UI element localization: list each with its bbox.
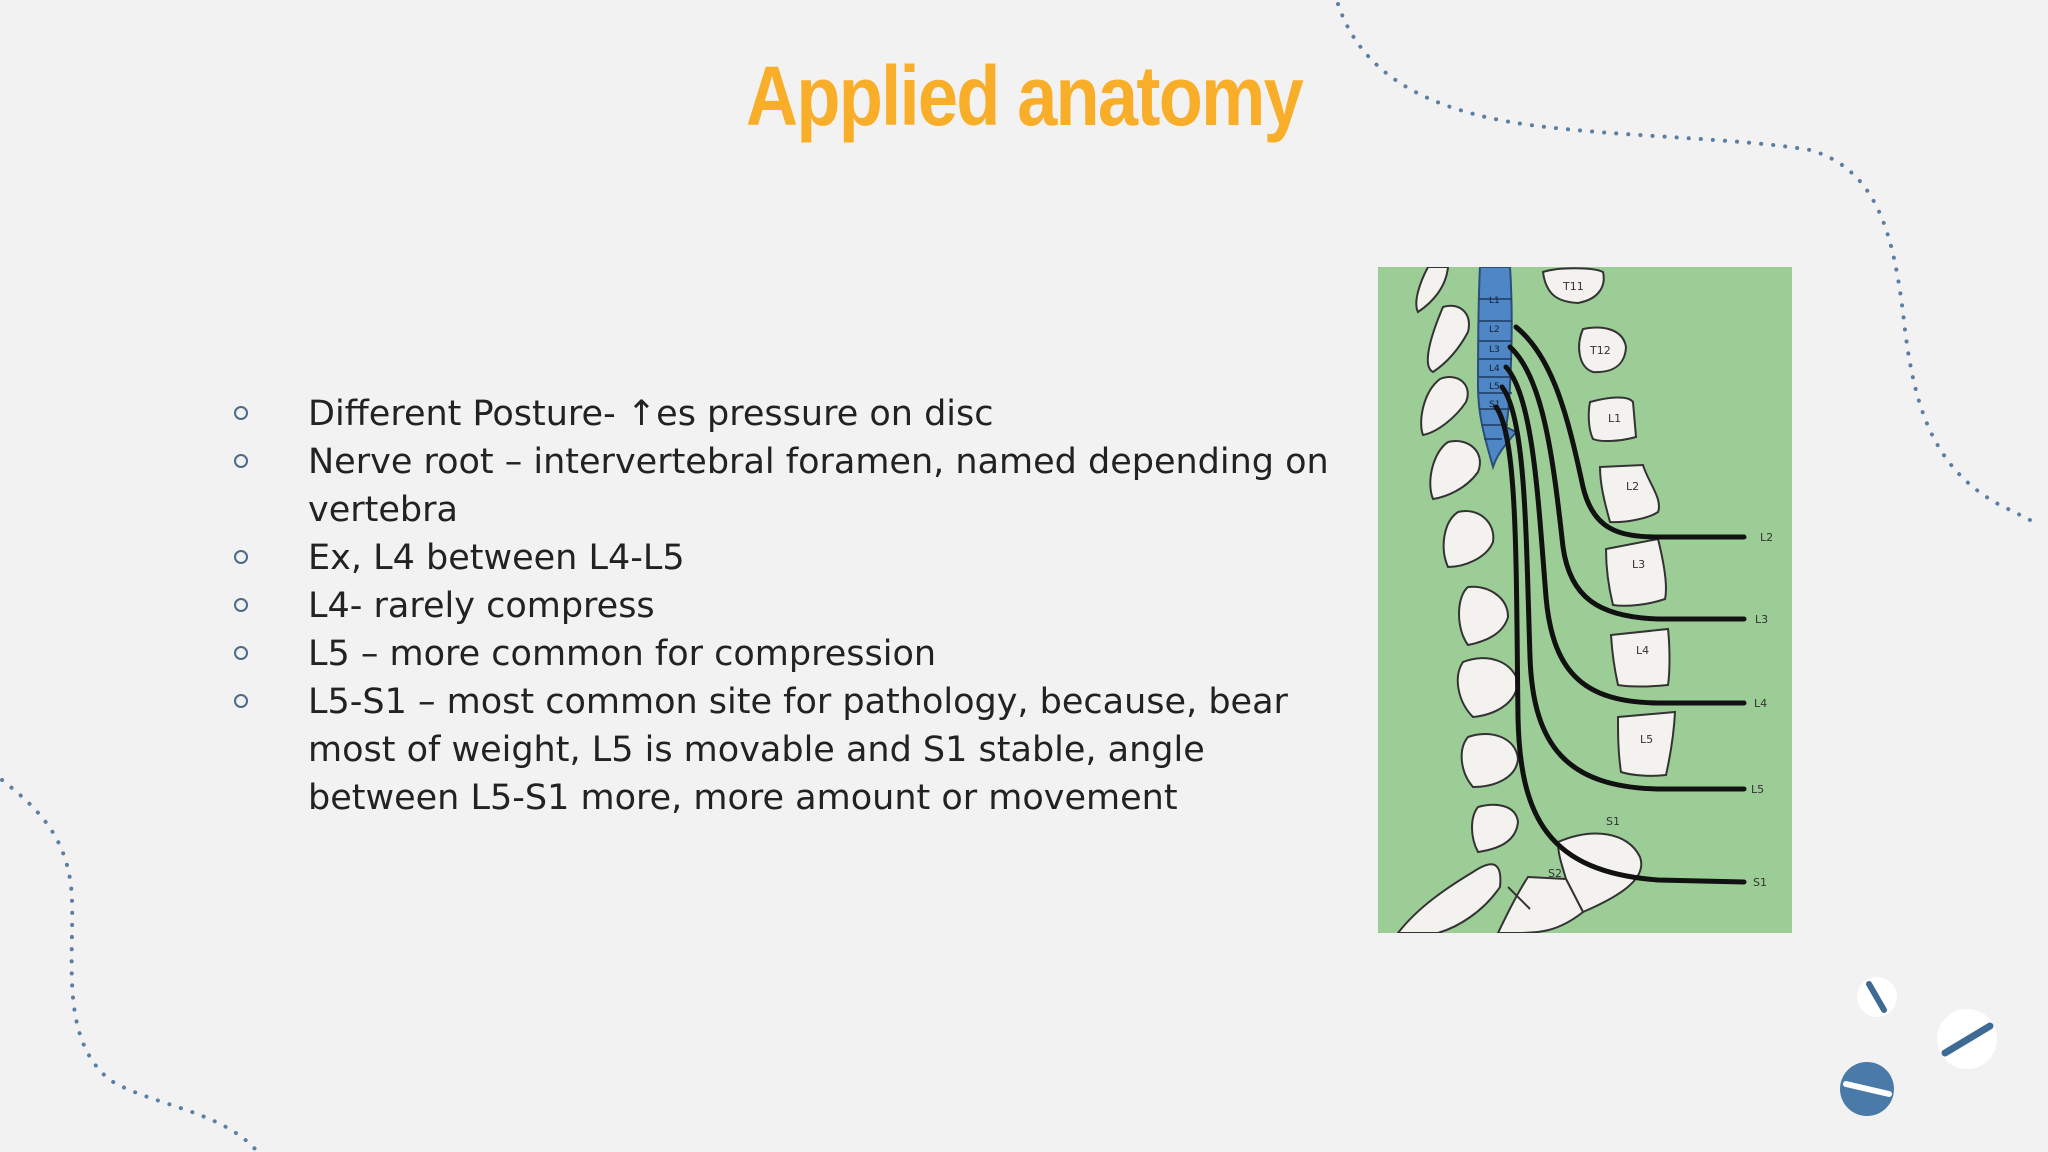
vertebra-label: L1 [1608, 412, 1621, 425]
dotted-curve-bottom-left [0, 778, 258, 1152]
vertebra-label: L4 [1636, 644, 1649, 657]
cord-label: L4 [1489, 364, 1500, 374]
vertebra-label: T12 [1589, 344, 1611, 357]
spinal-cord: L1 L2 L3 L4 L5 S1 [1476, 267, 1518, 471]
vertebral-bodies [1541, 267, 1677, 777]
bullet-item: Nerve root – intervertebral foramen, nam… [230, 438, 1330, 534]
vertebra-label: L2 [1626, 480, 1639, 493]
bullet-text: Ex, L4 between L4-L5 [308, 538, 685, 578]
nerve-roots [1493, 324, 1747, 885]
bullet-item: Different Posture- ↑es pressure on disc [230, 390, 1330, 438]
spine-illustration: L1 L2 L3 L4 L5 S1 T11 T12 L1 L2 L [1378, 267, 1792, 933]
cord-label: L1 [1489, 296, 1500, 306]
cord-label: L2 [1489, 325, 1500, 335]
nerve-root-label: L4 [1754, 697, 1767, 710]
pill-icon-small [1857, 977, 1897, 1017]
nerve-root-label: L5 [1751, 783, 1764, 796]
posterior-elements [1396, 267, 1520, 933]
nerve-root-label: S1 [1753, 876, 1767, 889]
cord-label: L3 [1489, 345, 1500, 355]
vertebra-label: T11 [1562, 280, 1584, 293]
nerve-root-label: L3 [1755, 613, 1768, 626]
vertebra-label: L3 [1632, 558, 1645, 571]
cord-label: L5 [1489, 382, 1500, 392]
bullet-text: L5 – more common for compression [308, 634, 937, 674]
bullet-text: Different Posture- ↑es pressure on disc [308, 394, 994, 434]
bullet-item: L4- rarely compress [230, 582, 1330, 630]
bullet-text: L5-S1 – most common site for pathology, … [308, 682, 1288, 818]
vertebra-labels: T11 T12 L1 L2 L3 L4 L5 S1 S2 [1548, 280, 1653, 880]
bullet-text: Nerve root – intervertebral foramen, nam… [308, 442, 1329, 530]
hollow-circle-bullet-icon [234, 454, 248, 468]
vertebra-label: L5 [1640, 733, 1653, 746]
hollow-circle-bullet-icon [234, 550, 248, 564]
bullet-item: Ex, L4 between L4-L5 [230, 534, 1330, 582]
pill-icon-blue [1840, 1062, 1894, 1116]
vertebra-label: S1 [1606, 815, 1620, 828]
bullet-text: L4- rarely compress [308, 586, 655, 626]
hollow-circle-bullet-icon [234, 406, 248, 420]
slide-title: Applied anatomy [745, 49, 1304, 143]
hollow-circle-bullet-icon [234, 646, 248, 660]
hollow-circle-bullet-icon [234, 694, 248, 708]
pill-icon-white [1937, 1009, 1997, 1069]
spine-diagram-svg: L1 L2 L3 L4 L5 S1 T11 T12 L1 L2 L [1396, 267, 1773, 933]
sacrum [1496, 832, 1643, 933]
nerve-root-label: L2 [1760, 531, 1773, 544]
bullet-item: L5 – more common for compression [230, 630, 1330, 678]
hollow-circle-bullet-icon [234, 598, 248, 612]
vertebra-label: S2 [1548, 867, 1562, 880]
bullet-item: L5-S1 – most common site for pathology, … [230, 678, 1330, 822]
bullet-list: Different Posture- ↑es pressure on disc … [230, 390, 1330, 822]
nerve-root-labels: L2 L3 L4 L5 S1 [1751, 531, 1773, 889]
